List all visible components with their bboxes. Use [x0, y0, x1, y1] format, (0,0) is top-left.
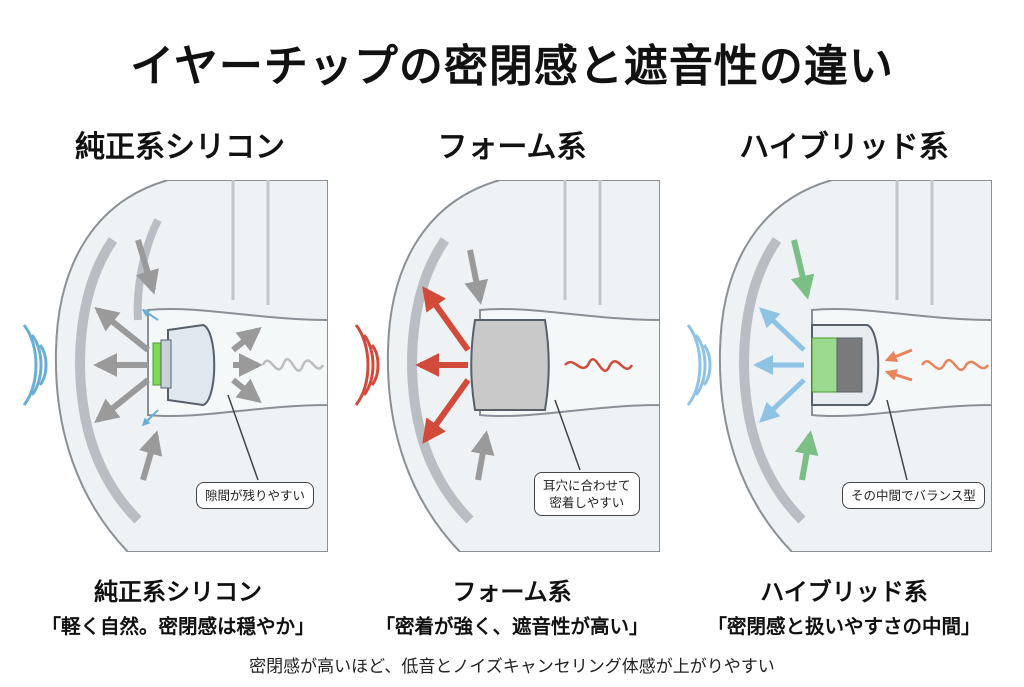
leak-gap-arrows — [141, 309, 159, 427]
callout-foam-line1: 耳穴に合わせて — [543, 478, 631, 493]
inner-sound-wave — [564, 357, 634, 373]
callout-leader — [227, 394, 259, 481]
sound-block-arrows — [415, 286, 471, 444]
silicone-ear-svg — [22, 180, 328, 552]
sound-wave-icon — [354, 324, 380, 406]
caption-desc-silicone: 「軽く自然。密閉感は穏やか」 — [41, 615, 315, 638]
foam-pressure-arrows — [464, 249, 495, 481]
sound-wave-icon — [686, 324, 712, 406]
caption-name-hybrid: ハイブリッド系 — [760, 578, 928, 606]
callout-foam: 耳穴に合わせて 密着しやすい — [534, 472, 640, 516]
callout-leader — [554, 399, 581, 471]
heading-silicone: 純正系シリコン — [75, 130, 285, 165]
inner-sound-wave — [261, 357, 325, 373]
silicone-eartip — [152, 323, 216, 407]
sound-leak-arrows — [93, 239, 263, 481]
caption-name-foam: フォーム系 — [452, 578, 572, 606]
hybrid-eartip — [811, 324, 880, 406]
page-title: イヤーチップの密閉感と遮音性の違い — [130, 41, 894, 92]
caption-name-silicone: 純正系シリコン — [94, 578, 262, 606]
hybrid-inner-arrows — [884, 348, 913, 382]
silicone-ear-illustration: 隙間が残りやすい — [18, 180, 328, 552]
callout-leader — [886, 399, 908, 481]
foam-eartip — [470, 319, 550, 411]
callout-silicone: 隙間が残りやすい — [196, 482, 315, 509]
hybrid-seal-arrows — [790, 239, 819, 481]
foam-ear-svg — [354, 180, 660, 552]
caption-desc-foam: 「密着が強く、遮音性が高い」 — [375, 615, 649, 638]
footnote: 密閉感が高いほど、低音とノイズキャンセリング体感が上がりやすい — [249, 657, 775, 677]
heading-foam: フォーム系 — [437, 130, 587, 165]
hybrid-leak-arrows — [753, 307, 806, 423]
callout-hybrid: その中間でバランス型 — [842, 482, 985, 509]
caption-desc-hybrid: 「密閉感と扱いやすさの中間」 — [707, 615, 981, 638]
inner-sound-wave — [920, 358, 990, 372]
hybrid-ear-illustration: その中間でバランス型 — [682, 180, 992, 552]
callout-foam-line2: 密着しやすい — [549, 495, 625, 510]
sound-wave-icon — [22, 324, 48, 406]
hybrid-ear-svg — [686, 180, 992, 552]
foam-ear-illustration: 耳穴に合わせて 密着しやすい — [350, 180, 660, 552]
heading-hybrid: ハイブリッド系 — [739, 130, 949, 165]
